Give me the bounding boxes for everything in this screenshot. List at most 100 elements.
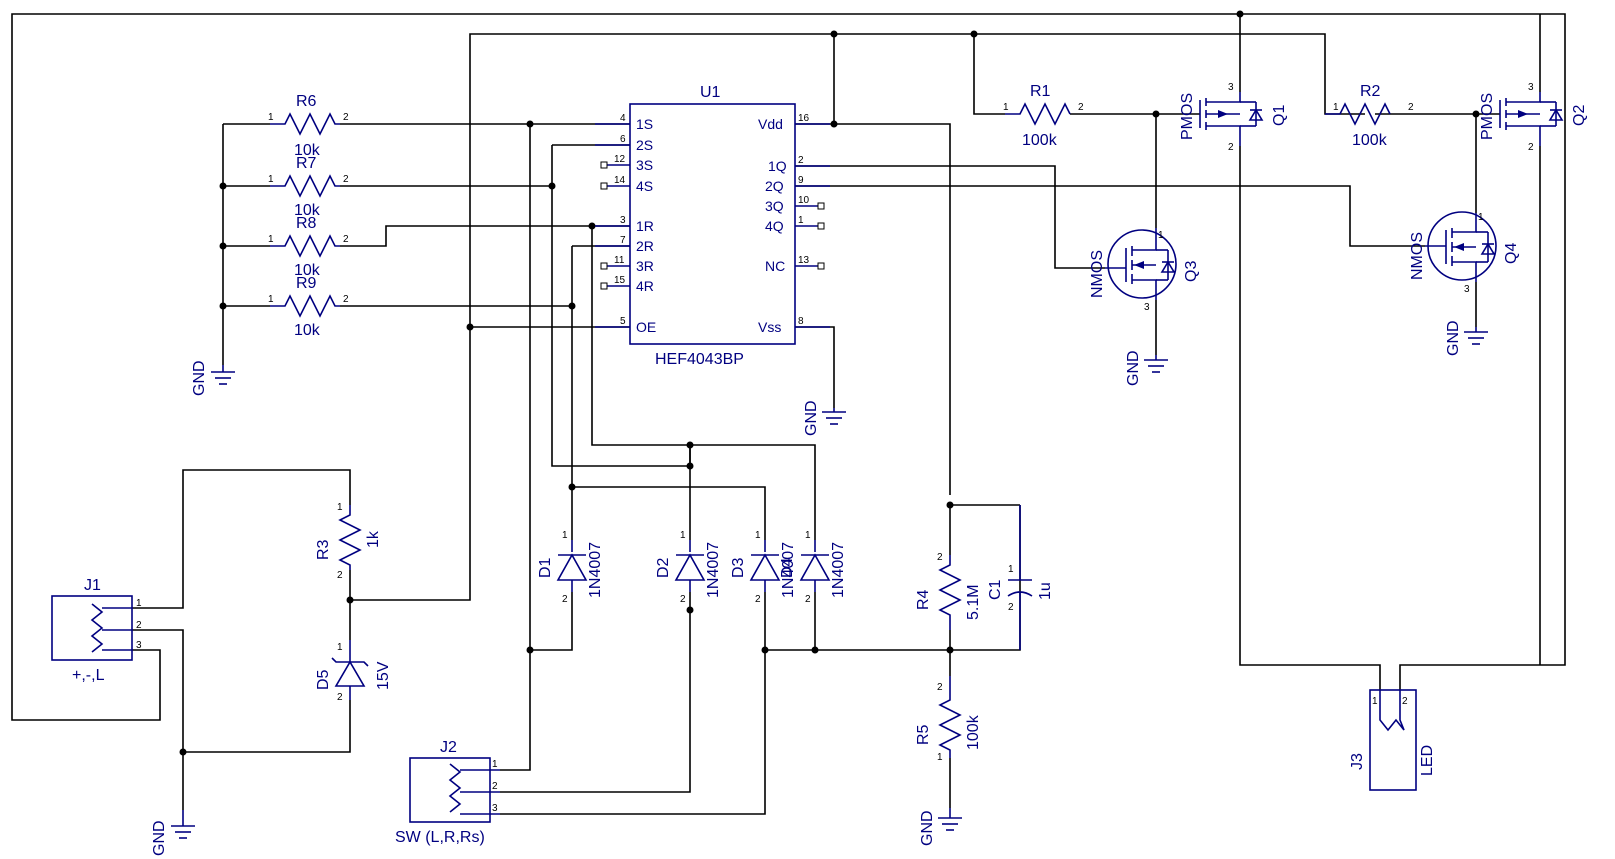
u1-pin-name: 3R: [636, 258, 654, 274]
q1-type: PMOS: [1179, 93, 1196, 140]
pmos-q2[interactable]: 3 2 PMOS Q2: [1479, 82, 1588, 153]
ic-u1[interactable]: U1 HEF4043BP 4 6 12 14 3 7 11 15 5 1S 2S…: [595, 84, 830, 368]
pin-number: 2: [343, 294, 349, 305]
gnd-label: GND: [191, 360, 208, 396]
u1-pin-num: 16: [798, 113, 810, 124]
j3-label: LED: [1419, 745, 1436, 776]
u1-pin-name: NC: [765, 258, 785, 274]
pin-number: 1: [337, 642, 343, 653]
diode-d1[interactable]: 1 2 D1 1N4007: [537, 530, 604, 605]
capacitor-c1[interactable]: 1 2 C1 1u: [987, 505, 1054, 650]
r1-ref: R1: [1030, 83, 1051, 100]
d1-value: 1N4007: [587, 542, 604, 598]
u1-left-pins: 4 6 12 14 3 7 11 15 5 1S 2S 3S 4S 1R 2R …: [595, 113, 656, 335]
connector-j2[interactable]: 1 2 3 J2 SW (L,R,Rs): [395, 739, 500, 846]
pin-number: 1: [755, 530, 761, 541]
q4-ref: Q4: [1503, 243, 1520, 264]
r6-ref: R6: [296, 93, 317, 110]
u1-pin-name: Vss: [758, 319, 781, 335]
resistor-r9[interactable]: 1 2 R9 10k: [268, 275, 349, 339]
r4-ref: R4: [915, 589, 932, 610]
resistor-r2[interactable]: 1 2 R2 100k: [1325, 83, 1414, 149]
r8-ref: R8: [296, 215, 317, 232]
gnd-symbol-left: GND: [191, 360, 235, 396]
u1-pin-name: 2S: [636, 137, 653, 153]
pin-number: 1: [1333, 102, 1339, 113]
pin-number: 2: [1402, 696, 1408, 707]
j1-ref: J1: [84, 577, 101, 594]
nmos-q4[interactable]: 1 3 NMOS Q4: [1409, 211, 1520, 295]
diode-d2[interactable]: 1 2 D2 1N4007: [655, 530, 722, 605]
nmos-q3[interactable]: 1 3 NMOS Q3: [1089, 228, 1200, 313]
diode-d4[interactable]: 1 2 D4 1N4007: [779, 530, 847, 605]
pin-number: 2: [1008, 602, 1014, 613]
pmos-q1[interactable]: 3 2 PMOS Q1: [1179, 82, 1288, 153]
zener-diode-d5[interactable]: 1 2 D5 15V: [315, 640, 392, 703]
resistor-r3[interactable]: 1 2 R3 1k: [315, 502, 382, 581]
u1-pin-num: 11: [614, 255, 625, 266]
j1-label: +,-,L: [72, 667, 105, 684]
pin-number: 2: [343, 112, 349, 123]
d3-value: 1N4007: [780, 542, 797, 598]
pin-number: 2: [136, 620, 142, 631]
q2-ref: Q2: [1571, 105, 1588, 126]
resistor-r1[interactable]: 1 2 R1 100k: [1003, 83, 1084, 149]
u1-pin-num: 1: [798, 215, 804, 226]
gnd-symbol-q4: GND: [1445, 320, 1488, 356]
pin-number: 1: [136, 598, 142, 609]
u1-part: HEF4043BP: [655, 351, 744, 368]
pin-number: 1: [1008, 564, 1014, 575]
q2-type: PMOS: [1479, 93, 1496, 140]
gnd-label: GND: [1445, 320, 1462, 356]
connector-j1[interactable]: 1 2 3 J1 +,-,L: [51, 577, 142, 684]
u1-pin-name: 4R: [636, 278, 654, 294]
r5-value: 100k: [965, 714, 982, 750]
u1-pin-num: 14: [614, 175, 626, 186]
pin-number: 1: [805, 530, 811, 541]
u1-pin-num: 15: [614, 275, 626, 286]
resistor-r5[interactable]: 2 1 R5 100k: [915, 676, 982, 763]
pin-number: 2: [337, 570, 343, 581]
u1-pin-num: 5: [620, 316, 626, 327]
d5-ref: D5: [315, 669, 332, 690]
d2-value: 1N4007: [705, 542, 722, 598]
resistor-r8[interactable]: 1 2 R8 10k: [268, 215, 349, 279]
u1-pin-name: 2Q: [765, 178, 784, 194]
j2-label: SW (L,R,Rs): [395, 829, 485, 846]
pin-number: 3: [492, 803, 498, 814]
r1-value: 100k: [1022, 132, 1058, 149]
gnd-symbol-q3: GND: [1125, 350, 1168, 386]
pin-number: 2: [937, 552, 943, 563]
d1-ref: D1: [537, 557, 554, 578]
diode-d3[interactable]: 1 2 D3 1N4007: [730, 530, 797, 605]
r4-value: 5.1M: [965, 584, 982, 620]
u1-pin-name: 1S: [636, 116, 653, 132]
u1-pin-num: 6: [620, 134, 626, 145]
pin-number: 2: [562, 594, 568, 605]
pin-number: 1: [1372, 696, 1378, 707]
u1-pin-num: 12: [614, 154, 626, 165]
u1-pin-name: 3S: [636, 157, 653, 173]
pin-number: 3: [1464, 284, 1470, 295]
r3-ref: R3: [315, 539, 332, 560]
gnd-label: GND: [919, 810, 936, 846]
pin-number: 1: [1003, 102, 1009, 113]
r7-value: 10k: [294, 202, 321, 219]
r8-value: 10k: [294, 262, 321, 279]
resistor-r7[interactable]: 1 2 R7 10k: [268, 155, 349, 219]
r9-ref: R9: [296, 275, 317, 292]
u1-pin-num: 10: [798, 195, 810, 206]
pin-number: 2: [492, 781, 498, 792]
d2-ref: D2: [655, 557, 672, 578]
pin-number: 1: [268, 234, 274, 245]
r3-value: 1k: [365, 530, 382, 548]
resistor-r6[interactable]: 1 2 R6 10k: [268, 93, 349, 159]
resistor-r4[interactable]: 2 R4 5.1M: [915, 552, 982, 630]
r2-value: 100k: [1352, 132, 1388, 149]
connector-j3[interactable]: 1 2 J3 LED: [1349, 689, 1436, 791]
r9-value: 10k: [294, 322, 321, 339]
pin-number: 1: [268, 294, 274, 305]
r5-ref: R5: [915, 724, 932, 745]
j2-ref: J2: [440, 739, 457, 756]
pin-number: 1: [1158, 230, 1164, 241]
